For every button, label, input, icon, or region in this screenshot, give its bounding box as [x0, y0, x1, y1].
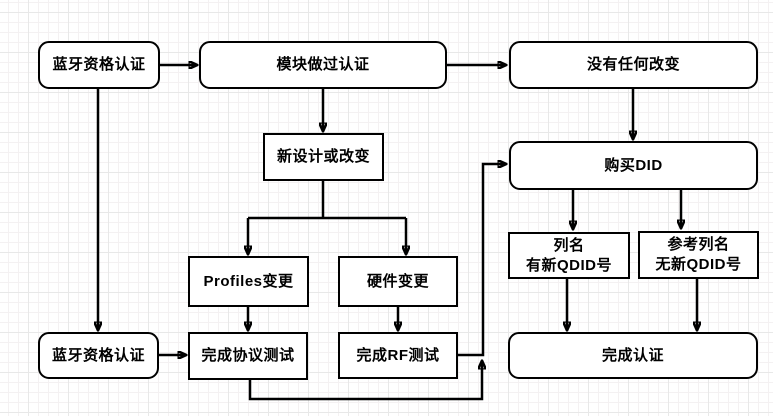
edge-rftest-to-buydid	[458, 164, 506, 357]
node-label-line2: 有新QDID号	[525, 256, 612, 274]
node-no-change: 没有任何改变	[509, 41, 758, 89]
node-hardware-change: 硬件变更	[338, 256, 458, 307]
node-module-certified: 模块做过认证	[199, 41, 447, 89]
node-bluetooth-qualification-top: 蓝牙资格认证	[38, 41, 160, 89]
edge-protocoltest-merge	[248, 361, 482, 401]
node-new-design-or-change: 新设计或改变	[263, 133, 384, 181]
node-label: 蓝牙资格认证	[51, 346, 145, 364]
node-profiles-change: Profiles变更	[188, 256, 309, 307]
node-label: 新设计或改变	[276, 148, 370, 165]
node-reference-no-new-qdid: 参考列名 无新QDID号	[638, 231, 759, 279]
node-buy-did: 购买DID	[509, 141, 758, 190]
node-complete-rf-test: 完成RF测试	[338, 332, 458, 379]
node-label-line1: 参考列名	[667, 236, 730, 253]
node-label: Profiles变更	[203, 272, 294, 290]
node-label-line2: 无新QDID号	[655, 256, 742, 273]
node-label: 蓝牙资格认证	[52, 56, 146, 73]
node-complete-certification: 完成认证	[508, 332, 758, 379]
node-bluetooth-qualification-bottom: 蓝牙资格认证	[38, 332, 159, 379]
node-label: 完成认证	[601, 346, 664, 364]
node-complete-protocol-test: 完成协议测试	[188, 332, 308, 380]
node-label-line1: 列名	[553, 236, 585, 254]
node-listed-new-qdid: 列名 有新QDID号	[508, 232, 630, 279]
node-label: 完成RF测试	[356, 346, 440, 364]
node-label: 完成协议测试	[201, 347, 295, 364]
node-label: 硬件变更	[366, 272, 429, 290]
node-label: 没有任何改变	[586, 56, 680, 73]
node-label: 购买DID	[604, 156, 663, 174]
node-label: 模块做过认证	[276, 56, 370, 73]
